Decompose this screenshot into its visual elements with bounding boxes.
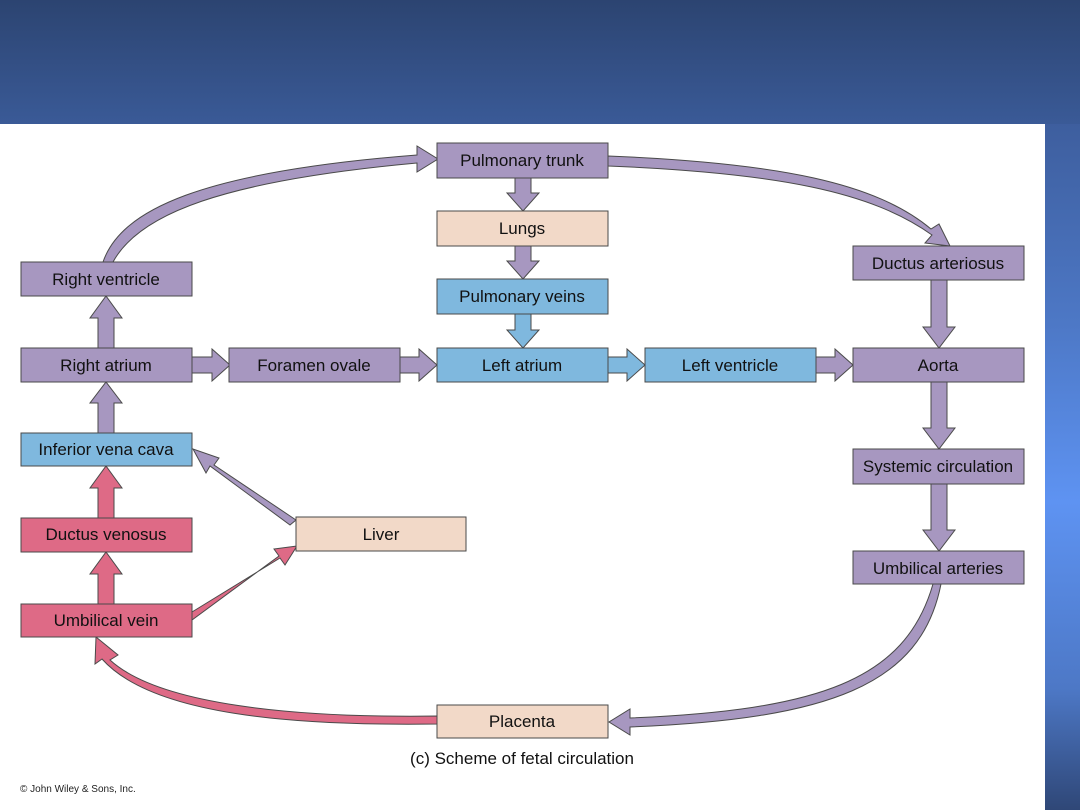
node-inferior-vena-cava: Inferior vena cava (20, 432, 193, 467)
node-label: Placenta (489, 712, 556, 731)
arrow-pulmonary-trunk-to-lungs (505, 177, 541, 212)
node-liver: Liver (295, 516, 467, 552)
node-ductus-venosus: Ductus venosus (20, 517, 193, 553)
slide-title-band (0, 0, 1080, 124)
node-right-ventricle: Right ventricle (20, 261, 193, 297)
arrow-systemic-circulation-to-umbilical-arteries (921, 483, 957, 552)
arrow-ductus-arteriosus-to-aorta (921, 279, 957, 349)
node-label: Umbilical arteries (873, 559, 1003, 578)
node-ductus-arteriosus: Ductus arteriosus (852, 245, 1025, 281)
node-right-atrium: Right atrium (20, 347, 193, 383)
node-label: Pulmonary veins (459, 287, 585, 306)
node-label: Left atrium (482, 356, 562, 375)
node-umbilical-arteries: Umbilical arteries (852, 550, 1025, 585)
node-label: Lungs (499, 219, 545, 238)
node-label: Ductus venosus (46, 525, 167, 544)
arrow-pulmonary-veins-to-left-atrium (505, 313, 541, 349)
node-placenta: Placenta (436, 704, 609, 739)
node-foramen-ovale: Foramen ovale (228, 347, 401, 383)
node-label: Systemic circulation (863, 457, 1013, 476)
node-systemic-circulation: Systemic circulation (852, 448, 1025, 485)
arrow-left-ventricle-to-aorta (815, 347, 854, 383)
arrow-umbilical-arteries-to-placenta (608, 583, 942, 736)
node-label: Right ventricle (52, 270, 160, 289)
arrow-pulmonary-trunk-to-ductus-arteriosus (607, 155, 951, 247)
node-label: Pulmonary trunk (460, 151, 584, 170)
node-label: Foramen ovale (257, 356, 370, 375)
arrow-ductus-venosus-to-inferior-vena-cava (89, 465, 123, 519)
node-pulmonary-trunk: Pulmonary trunk (436, 142, 609, 179)
node-umbilical-vein: Umbilical vein (20, 603, 193, 638)
arrow-right-ventricle-to-pulmonary-trunk (102, 145, 439, 263)
node-label: Left ventricle (682, 356, 778, 375)
arrow-placenta-to-umbilical-vein (94, 635, 439, 725)
node-left-atrium: Left atrium (436, 347, 609, 383)
arrow-right-atrium-to-foramen-ovale (191, 347, 231, 383)
arrow-left-atrium-to-left-ventricle (607, 347, 646, 383)
node-label: Liver (363, 525, 400, 544)
arrow-right-atrium-to-right-ventricle (89, 295, 123, 349)
node-label: Umbilical vein (54, 611, 159, 630)
node-aorta: Aorta (852, 347, 1025, 383)
arrow-aorta-to-systemic-circulation (921, 381, 957, 450)
node-label: Inferior vena cava (38, 440, 174, 459)
node-pulmonary-veins: Pulmonary veins (436, 278, 609, 315)
node-label: Right atrium (60, 356, 152, 375)
figure-caption: (c) Scheme of fetal circulation (410, 749, 634, 768)
node-left-ventricle: Left ventricle (644, 347, 817, 383)
arrow-umbilical-vein-to-ductus-venosus (89, 551, 123, 605)
copyright-credit: © John Wiley & Sons, Inc. (20, 784, 136, 795)
arrow-inferior-vena-cava-to-right-atrium (88, 381, 124, 434)
node-label: Aorta (918, 356, 959, 375)
arrow-lungs-to-pulmonary-veins (505, 245, 541, 280)
node-label: Ductus arteriosus (872, 254, 1004, 273)
arrow-umbilical-vein-to-liver (191, 545, 298, 621)
arrow-foramen-ovale-to-left-atrium (399, 347, 438, 383)
node-lungs: Lungs (436, 210, 609, 247)
arrow-liver-to-inferior-vena-cava (191, 448, 297, 526)
